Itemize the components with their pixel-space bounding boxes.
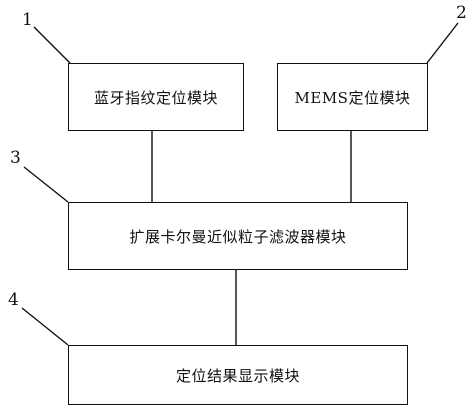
mems-positioning-module: MEMS定位模块	[277, 63, 428, 131]
ref-number-2: 2	[456, 3, 467, 23]
leader-line-3	[23, 166, 69, 203]
ref-number-1: 1	[22, 10, 33, 30]
module-label: 定位结果显示模块	[175, 366, 300, 385]
leader-line-2	[426, 22, 459, 64]
bluetooth-fingerprint-module: 蓝牙指纹定位模块	[68, 63, 244, 131]
ekf-particle-filter-module: 扩展卡尔曼近似粒子滤波器模块	[68, 202, 408, 270]
positioning-result-display-module: 定位结果显示模块	[68, 345, 408, 405]
ref-number-3: 3	[10, 148, 21, 168]
leader-line-1	[33, 26, 71, 64]
module-label: 蓝牙指纹定位模块	[93, 88, 218, 107]
module-label: MEMS定位模块	[294, 88, 411, 107]
leader-line-4	[21, 307, 69, 346]
module-label: 扩展卡尔曼近似粒子滤波器模块	[129, 227, 347, 246]
ref-number-4: 4	[8, 290, 19, 310]
